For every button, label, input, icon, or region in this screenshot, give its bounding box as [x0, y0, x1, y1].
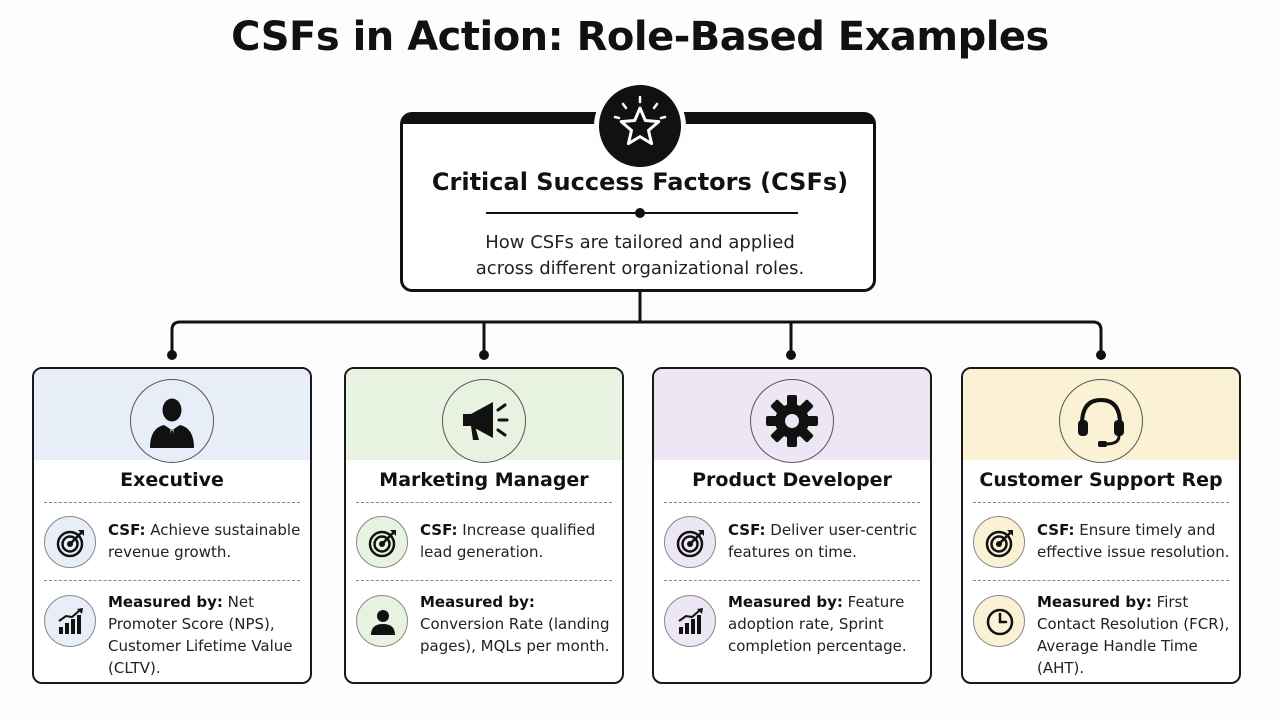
target-icon	[368, 530, 396, 558]
executive-icon	[150, 398, 194, 448]
role-card-executive: Executive CSF: Achieve sustainable reven…	[32, 367, 312, 684]
csf-text: CSF: Deliver user-centric features on ti…	[728, 521, 918, 561]
divider	[356, 502, 612, 503]
measured-text: Measured by: Conversion Rate (landing pa…	[420, 593, 610, 655]
bar-chart-icon	[678, 608, 703, 634]
measured-text: Measured by: Net Promoter Score (NPS), C…	[108, 593, 293, 677]
megaphone-icon	[463, 402, 509, 440]
csf-text: CSF: Increase qualified lead generation.	[420, 521, 596, 561]
role-name: Customer Support Rep	[979, 469, 1223, 491]
star-icon	[613, 95, 667, 146]
headset-icon	[1078, 397, 1124, 447]
divider	[973, 580, 1229, 581]
divider	[44, 580, 300, 581]
page-title: CSFs in Action: Role-Based Examples	[231, 14, 1049, 60]
csf-text: CSF: Achieve sustainable revenue growth.	[108, 521, 301, 561]
divider	[664, 502, 920, 503]
star-badge	[594, 80, 686, 172]
divider	[973, 502, 1229, 503]
main-title: Critical Success Factors (CSFs)	[431, 168, 849, 196]
target-icon	[56, 530, 84, 558]
user-icon	[371, 610, 395, 635]
divider	[44, 502, 300, 503]
divider	[664, 580, 920, 581]
clock-icon	[986, 608, 1014, 636]
csf-text: CSF: Ensure timely and effective issue r…	[1037, 521, 1230, 561]
role-card-marketing-manager: Marketing Manager CSF: Increase qualifie…	[344, 367, 624, 684]
main-description: How CSFs are tailored and applied across…	[475, 232, 805, 279]
divider-dot	[635, 208, 645, 218]
role-name: Executive	[120, 469, 224, 491]
role-name: Product Developer	[692, 469, 892, 491]
role-card-product-developer: Product Developer CSF: Deliver user-cent…	[652, 367, 932, 684]
divider	[356, 580, 612, 581]
measured-text: Measured by: Feature adoption rate, Spri…	[728, 593, 907, 655]
measured-text: Measured by: First Contact Resolution (F…	[1037, 593, 1230, 677]
role-card-customer-support-rep: Customer Support Rep CSF: Ensure timely …	[961, 367, 1241, 684]
bar-chart-icon	[58, 608, 83, 634]
role-name: Marketing Manager	[379, 469, 589, 491]
target-icon	[985, 530, 1013, 558]
gear-icon	[766, 395, 818, 447]
target-icon	[676, 530, 704, 558]
